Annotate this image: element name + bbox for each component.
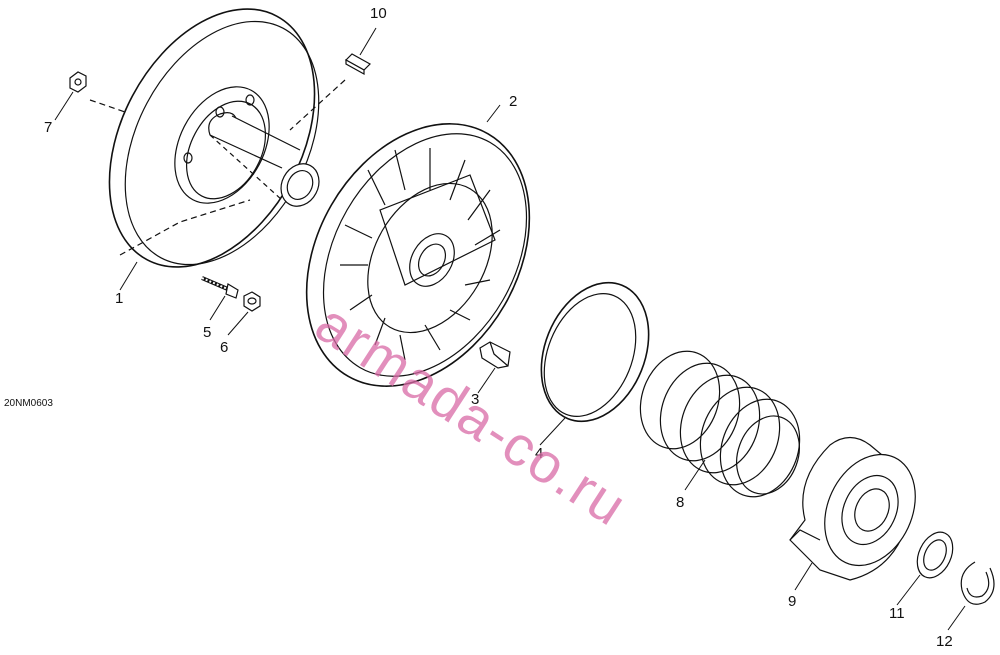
part-3-slider-shoe bbox=[479, 341, 511, 369]
part-9-cam bbox=[789, 436, 916, 581]
callout-10: 10 bbox=[370, 5, 387, 22]
callout-3: 3 bbox=[471, 391, 480, 408]
part-8-spring bbox=[639, 350, 801, 498]
callout-2: 2 bbox=[509, 93, 518, 110]
callout-8: 8 bbox=[676, 494, 685, 511]
part-2-movable-sheave bbox=[305, 123, 531, 387]
drawing-code: 20NM0603 bbox=[4, 398, 53, 409]
callout-6: 6 bbox=[220, 339, 229, 356]
part-7-nut bbox=[69, 71, 87, 93]
part-6-nut bbox=[243, 291, 261, 312]
leader-lines bbox=[54, 27, 966, 631]
callout-5: 5 bbox=[203, 324, 212, 341]
part-12-retaining-ring bbox=[960, 561, 995, 605]
part-4-ring bbox=[540, 281, 650, 423]
part-10-key bbox=[345, 53, 371, 76]
callout-11: 11 bbox=[889, 605, 905, 622]
part-11-washer bbox=[916, 531, 954, 579]
part-5-screw bbox=[201, 276, 239, 299]
part-1-fixed-sheave bbox=[89, 8, 346, 268]
callout-1: 1 bbox=[115, 290, 124, 307]
callout-7: 7 bbox=[44, 119, 53, 136]
callout-9: 9 bbox=[788, 593, 797, 610]
callout-4: 4 bbox=[535, 445, 544, 462]
callout-12: 12 bbox=[936, 633, 953, 650]
